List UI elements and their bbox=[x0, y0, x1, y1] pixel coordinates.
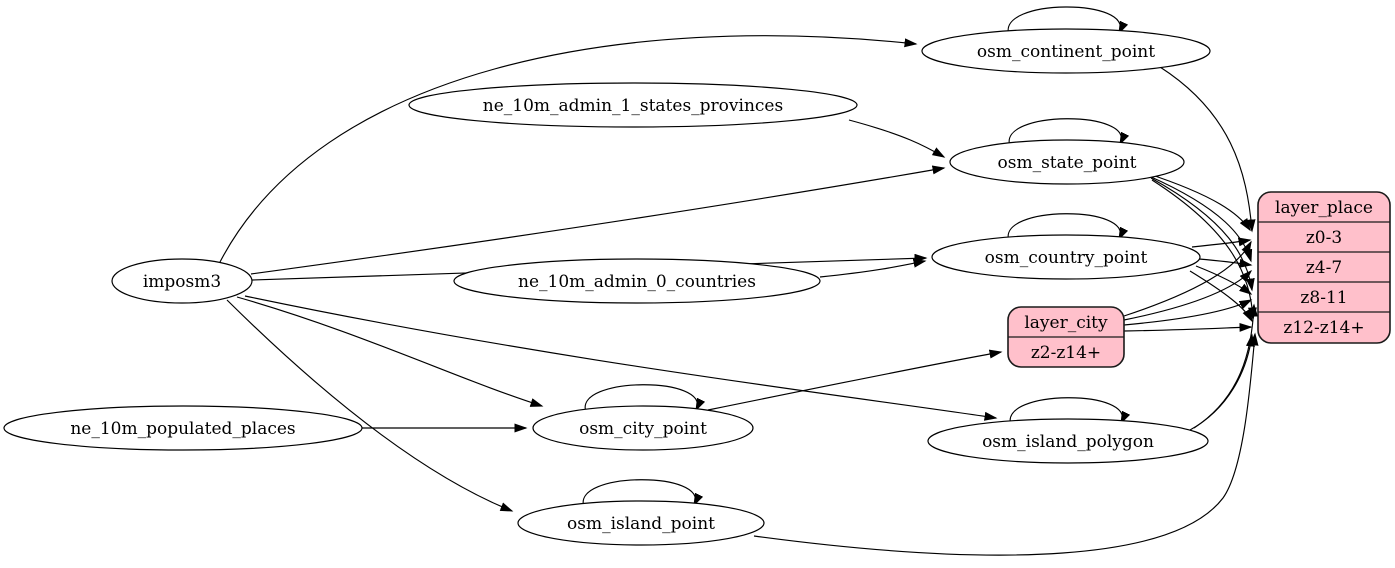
selfloop-osm-city-point bbox=[584, 384, 706, 413]
osm-continent-point-label: osm_continent_point bbox=[977, 42, 1155, 62]
record-layer-city: layer_city z2-z14+ bbox=[1007, 306, 1125, 368]
selfloop-osm-continent-point bbox=[1007, 6, 1129, 36]
layer-place-row-z0-3: z0-3 bbox=[1306, 228, 1342, 248]
edge-osm-island-polygon-to-z8-11 bbox=[1193, 303, 1259, 429]
edge-osm-state-point-to-z0-3 bbox=[1145, 172, 1251, 232]
edge-osm-country-point-to-z4-7 bbox=[1198, 258, 1253, 268]
edge-osm-country-point-to-z0-3 bbox=[1191, 237, 1252, 248]
edge-layer bbox=[219, 6, 1259, 556]
edge-imposm3-to-osm-state-point bbox=[250, 165, 946, 275]
selfloop-osm-state-point bbox=[1008, 118, 1130, 147]
edge-osm-island-polygon-to-z12-z14 bbox=[1189, 333, 1255, 431]
ne-10m-populated-places-label: ne_10m_populated_places bbox=[70, 419, 295, 439]
layer-place-row-z4-7: z4-7 bbox=[1306, 258, 1342, 278]
osm-island-polygon-shape bbox=[927, 418, 1209, 464]
edge-osm-state-point-to-z8-11 bbox=[1150, 177, 1255, 292]
edge-imposm3-to-osm-island-polygon bbox=[244, 295, 998, 421]
node-ne-10m-populated-places: ne_10m_populated_places bbox=[3, 405, 363, 451]
edge-layer-city-to-z12-z14 bbox=[1123, 322, 1253, 332]
edge-osm-country-point-to-z8-11 bbox=[1195, 265, 1253, 295]
node-osm-city-point: osm_city_point bbox=[532, 405, 754, 451]
node-ne-10m-admin-0-countries: ne_10m_admin_0_countries bbox=[453, 258, 821, 304]
selfloop-osm-island-polygon bbox=[1009, 397, 1131, 426]
imposm3-label: imposm3 bbox=[143, 272, 221, 292]
osm-state-point-shape bbox=[949, 139, 1185, 185]
layer-city-title: layer_city bbox=[1024, 313, 1108, 333]
edge-imposm3-to-osm-continent-point bbox=[219, 35, 918, 263]
layer-place-title: layer_place bbox=[1275, 198, 1373, 218]
edge-imposm3-to-osm-island-point bbox=[226, 299, 514, 512]
layer-place-box bbox=[1257, 191, 1391, 344]
layer-place-row-z8-11: z8-11 bbox=[1300, 288, 1347, 308]
osm-island-point-shape bbox=[517, 500, 765, 546]
edge-osm-country-point-to-z12-z14 bbox=[1189, 270, 1253, 323]
node-osm-state-point: osm_state_point bbox=[949, 139, 1185, 185]
ne-10m-admin-0-countries-label: ne_10m_admin_0_countries bbox=[518, 272, 756, 292]
edge-ne-states-to-osm-state-point bbox=[848, 119, 946, 158]
selfloop-osm-country-point bbox=[1007, 213, 1129, 242]
node-osm-continent-point: osm_continent_point bbox=[921, 28, 1211, 74]
osm-state-point-label: osm_state_point bbox=[998, 153, 1137, 173]
edge-imposm3-to-osm-city-point bbox=[236, 296, 544, 407]
edge-osm-city-point-to-layer-city bbox=[707, 349, 1003, 411]
edge-layer-city-to-z8-11 bbox=[1123, 299, 1253, 326]
osm-country-point-shape bbox=[931, 234, 1201, 280]
node-osm-country-point: osm_country_point bbox=[931, 234, 1201, 280]
imposm3-shape bbox=[111, 258, 253, 304]
osm-island-polygon-label: osm_island_polygon bbox=[982, 432, 1154, 452]
edge-ne-countries-to-osm-country-point bbox=[819, 258, 927, 278]
edge-osm-island-point-to-z12-z14 bbox=[753, 332, 1259, 556]
osm-city-point-shape bbox=[532, 405, 754, 451]
layer-place-row-z12-z14: z12-z14+ bbox=[1283, 318, 1364, 338]
osm-island-point-label: osm_island_point bbox=[567, 514, 715, 534]
ne-10m-admin-1-states-provinces-label: ne_10m_admin_1_states_provinces bbox=[483, 96, 783, 116]
layer-city-row-z2-z14: z2-z14+ bbox=[1031, 343, 1101, 363]
node-ne-10m-admin-1-states-provinces: ne_10m_admin_1_states_provinces bbox=[408, 82, 858, 128]
edge-layer-city-to-z4-7 bbox=[1123, 269, 1253, 321]
node-imposm3: imposm3 bbox=[111, 258, 253, 304]
edge-osm-state-point-to-z4-7 bbox=[1148, 175, 1253, 263]
record-layer-place: layer_place z0-3 z4-7 z8-11 z12-z14+ bbox=[1257, 191, 1391, 344]
osm-city-point-label: osm_city_point bbox=[579, 419, 707, 439]
ne-10m-admin-0-countries-shape bbox=[453, 258, 821, 304]
osm-continent-point-shape bbox=[921, 28, 1211, 74]
selfloop-osm-island-point bbox=[582, 479, 704, 508]
edge-osm-continent-point-to-z0-3 bbox=[1159, 66, 1256, 233]
osm-country-point-label: osm_country_point bbox=[985, 248, 1148, 268]
node-osm-island-polygon: osm_island_polygon bbox=[927, 418, 1209, 464]
ne-10m-populated-places-shape bbox=[3, 405, 363, 451]
node-osm-island-point: osm_island_point bbox=[517, 500, 765, 546]
ne-10m-admin-1-states-provinces-shape bbox=[408, 82, 858, 128]
